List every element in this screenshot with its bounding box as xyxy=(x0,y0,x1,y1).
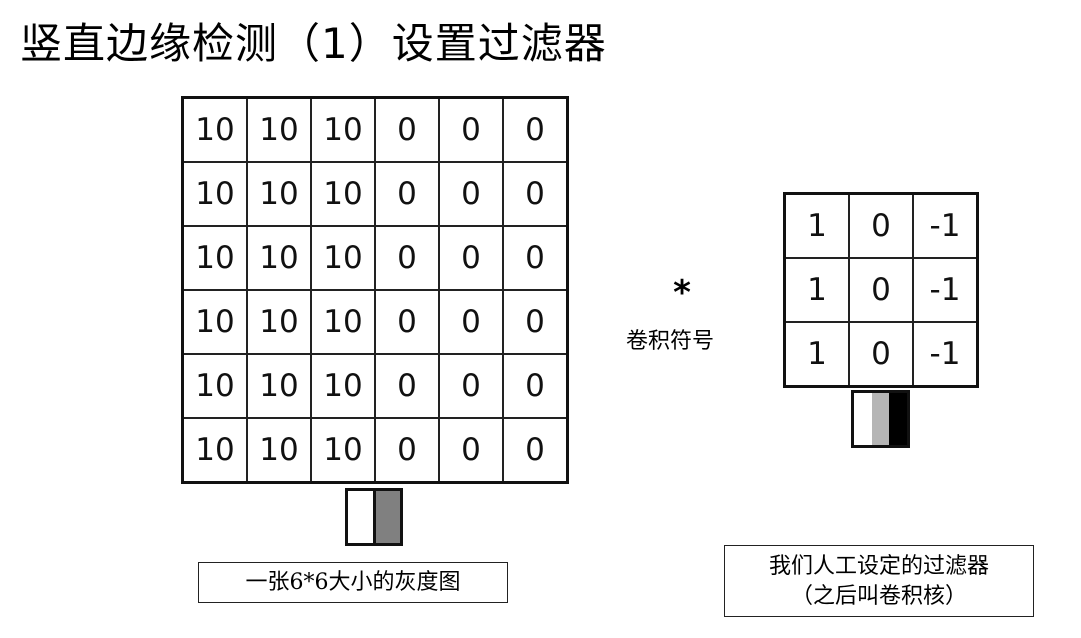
image-matrix-cell: 10 xyxy=(310,353,376,419)
image-matrix-cell: 10 xyxy=(246,161,312,227)
filter-caption: 我们人工设定的过滤器 （之后叫卷积核） xyxy=(724,545,1034,617)
image-matrix-cell: 0 xyxy=(502,96,569,163)
image-matrix-cell: 0 xyxy=(438,353,504,419)
filter-matrix-cell: 1 xyxy=(783,321,850,388)
filter-intensity-swatch xyxy=(851,390,910,448)
image-matrix-cell: 10 xyxy=(181,353,248,419)
swatch-band xyxy=(854,393,872,445)
image-matrix-cell: 10 xyxy=(246,289,312,355)
convolution-symbol: * xyxy=(673,273,691,313)
image-matrix-cell: 0 xyxy=(374,417,440,484)
swatch-band xyxy=(348,491,373,543)
image-matrix-cell: 10 xyxy=(310,417,376,484)
filter-matrix-cell: -1 xyxy=(912,192,979,259)
image-matrix-cell: 10 xyxy=(181,225,248,291)
image-matrix-cell: 0 xyxy=(374,96,440,163)
image-intensity-swatch xyxy=(345,488,403,546)
page-title: 竖直边缘检测（1）设置过滤器 xyxy=(20,19,607,68)
filter-matrix-cell: -1 xyxy=(912,257,979,323)
image-matrix-cell: 10 xyxy=(181,289,248,355)
image-matrix-cell: 0 xyxy=(502,353,569,419)
image-matrix-cell: 10 xyxy=(246,96,312,163)
image-matrix-cell: 0 xyxy=(502,225,569,291)
image-caption: 一张6*6大小的灰度图 xyxy=(198,562,508,603)
image-matrix-cell: 10 xyxy=(181,96,248,163)
filter-matrix-cell: 1 xyxy=(783,257,850,323)
filter-caption-line2: （之后叫卷积核） xyxy=(790,584,967,609)
image-matrix-cell: 0 xyxy=(438,417,504,484)
image-matrix-cell: 0 xyxy=(502,161,569,227)
image-matrix-cell: 10 xyxy=(246,353,312,419)
swatch-band xyxy=(372,491,400,543)
image-matrix-cell: 0 xyxy=(502,417,569,484)
image-matrix-cell: 0 xyxy=(502,289,569,355)
filter-matrix-cell: -1 xyxy=(912,321,979,388)
filter-matrix-cell: 0 xyxy=(848,321,914,388)
image-matrix-cell: 0 xyxy=(374,225,440,291)
image-matrix-cell: 0 xyxy=(438,289,504,355)
filter-matrix-cell: 0 xyxy=(848,192,914,259)
image-matrix-cell: 10 xyxy=(181,161,248,227)
image-matrix-cell: 10 xyxy=(181,417,248,484)
image-matrix-cell: 0 xyxy=(374,161,440,227)
image-matrix-cell: 10 xyxy=(310,225,376,291)
image-matrix-cell: 0 xyxy=(438,96,504,163)
filter-matrix-cell: 1 xyxy=(783,192,850,259)
image-matrix-cell: 10 xyxy=(310,161,376,227)
image-matrix-cell: 10 xyxy=(310,289,376,355)
image-matrix-cell: 0 xyxy=(374,289,440,355)
image-matrix-cell: 0 xyxy=(438,225,504,291)
filter-matrix-cell: 0 xyxy=(848,257,914,323)
image-matrix-cell: 0 xyxy=(374,353,440,419)
convolution-label: 卷积符号 xyxy=(626,329,715,354)
swatch-band xyxy=(871,393,890,445)
image-matrix-cell: 0 xyxy=(438,161,504,227)
image-matrix-cell: 10 xyxy=(310,96,376,163)
image-matrix-cell: 10 xyxy=(246,225,312,291)
filter-caption-line1: 我们人工设定的过滤器 xyxy=(768,554,989,579)
image-matrix-cell: 10 xyxy=(246,417,312,484)
swatch-band xyxy=(889,393,907,445)
